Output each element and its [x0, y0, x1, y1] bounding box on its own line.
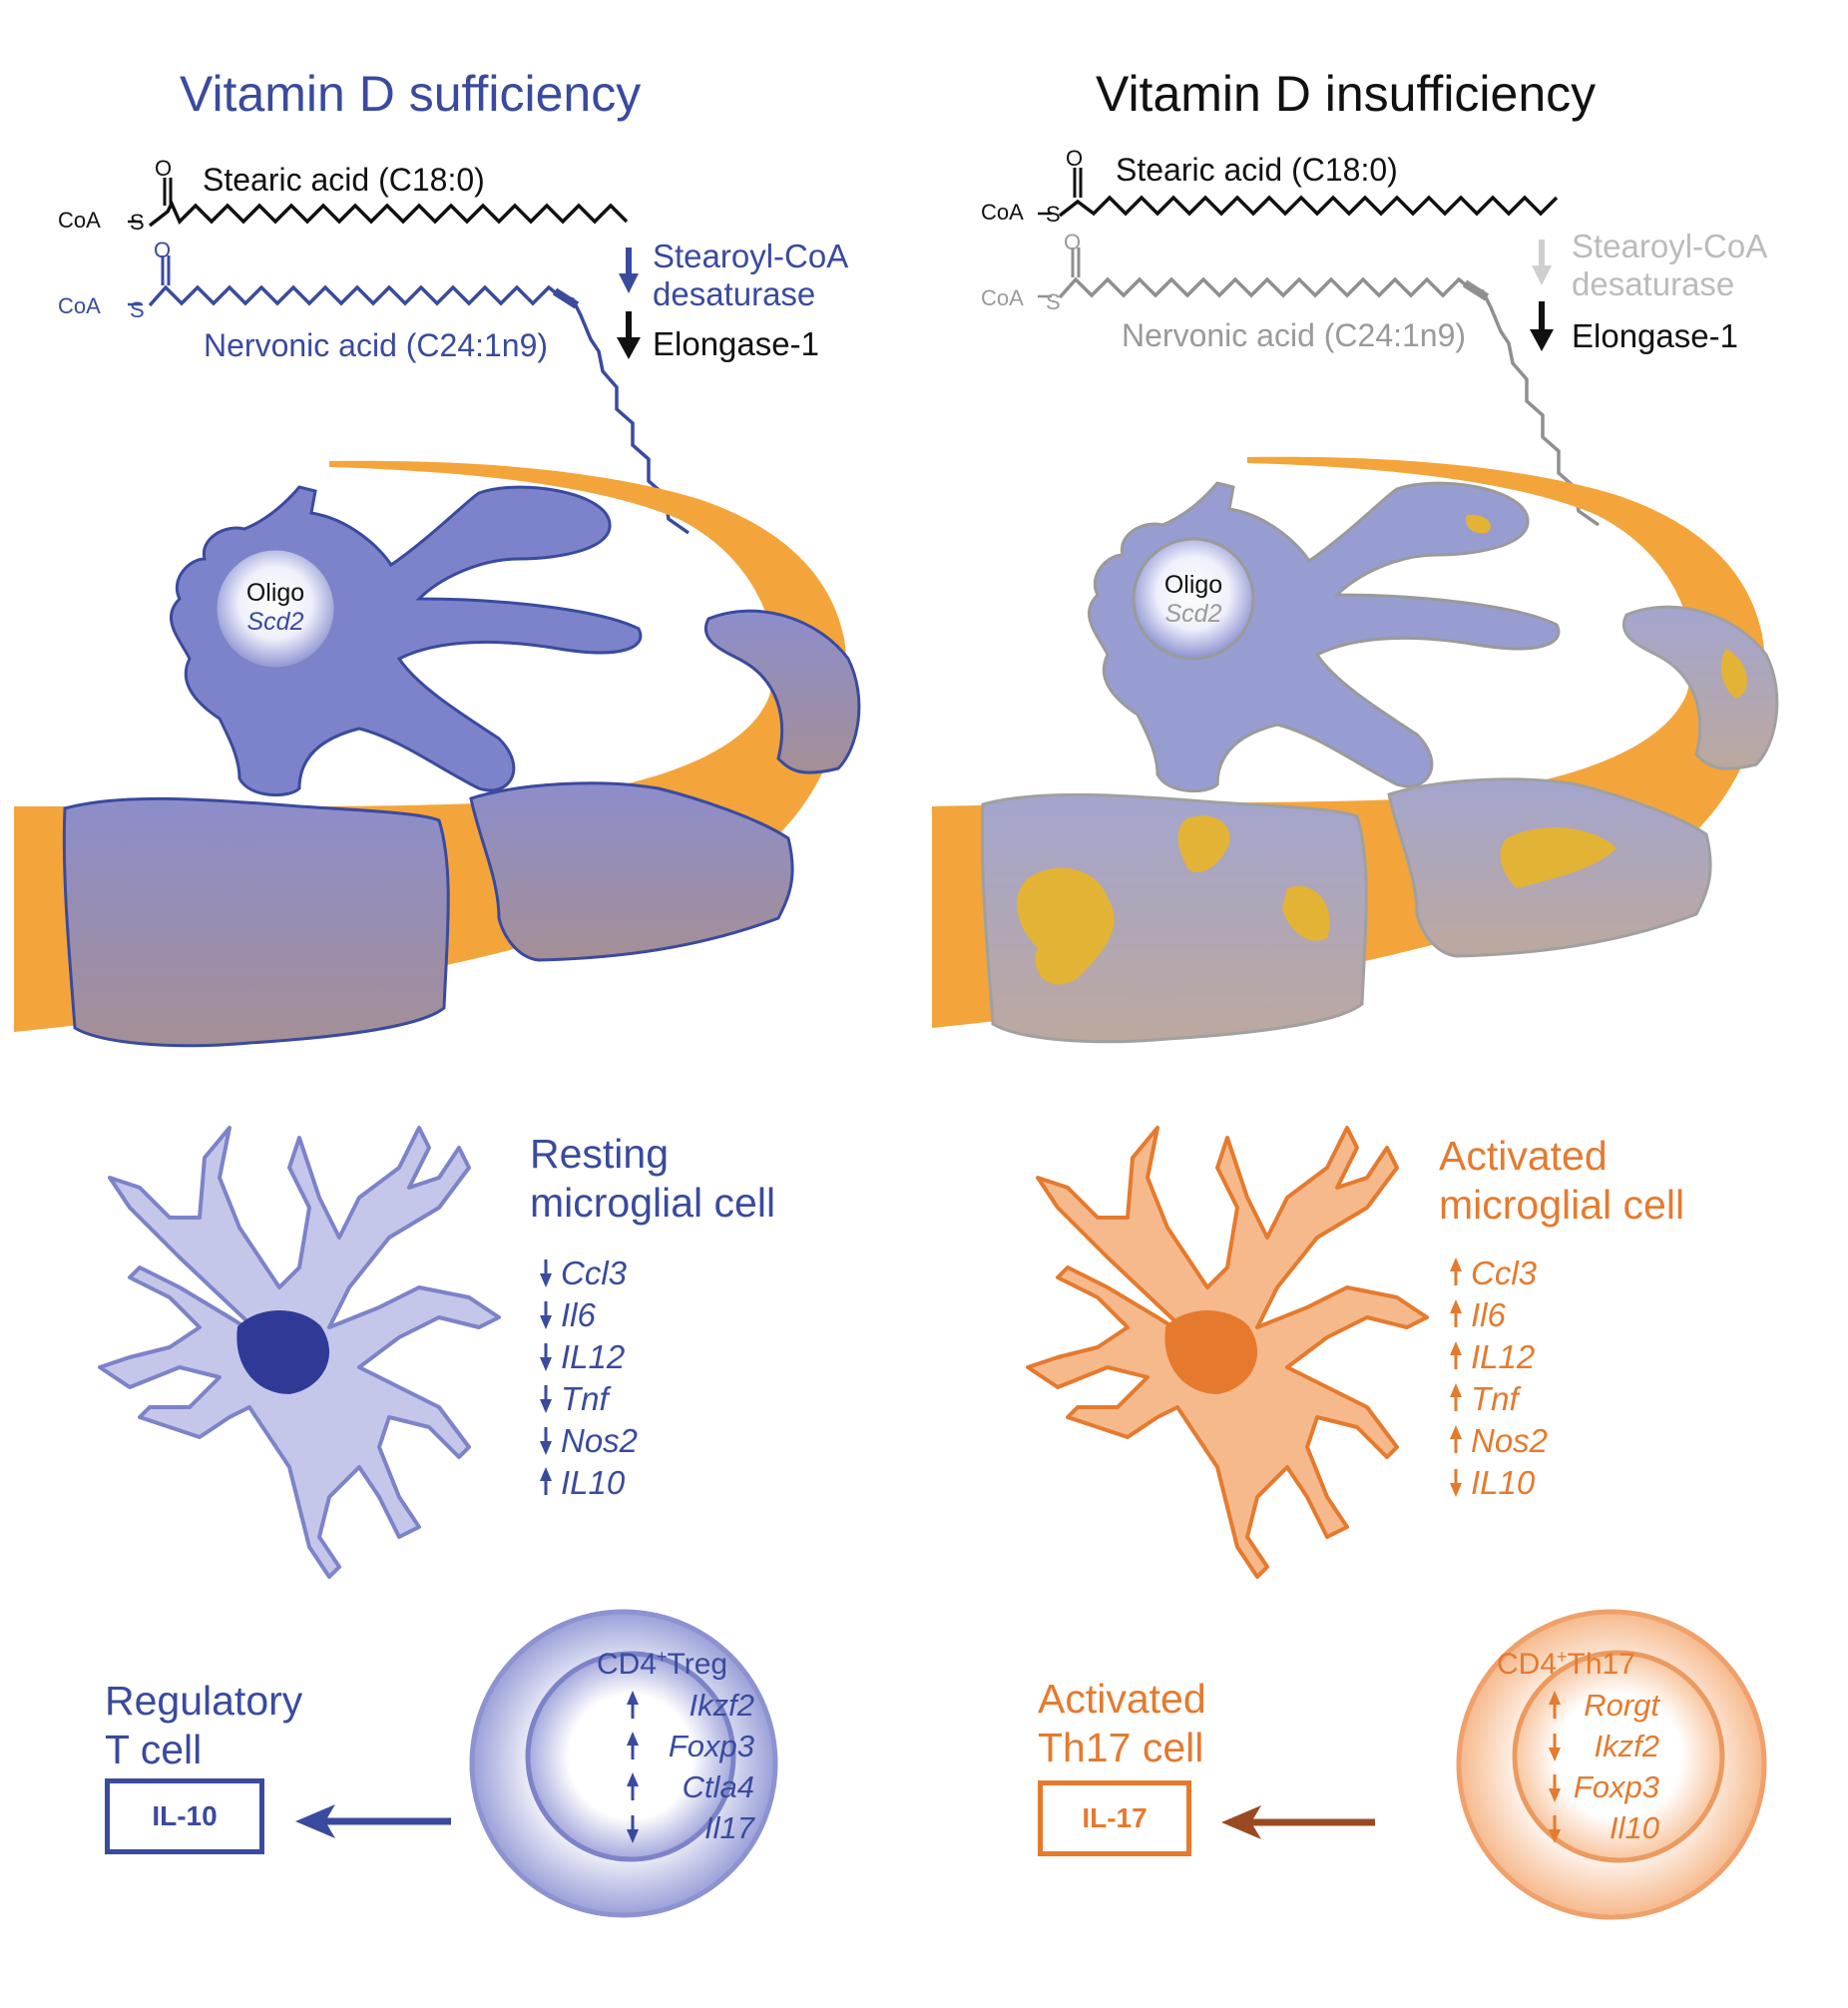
- oligodendrocyte-left: [62, 485, 861, 1048]
- gene-up-arrow: [1450, 1257, 1462, 1285]
- elongase-label-left: Elongase-1: [653, 325, 819, 362]
- desaturase-arrow-right: [1532, 240, 1552, 285]
- gene-down-arrow: [1549, 1774, 1561, 1802]
- gene-item: Rorgt: [1584, 1688, 1659, 1723]
- gene-item: IL10: [561, 1464, 626, 1501]
- thioester-s-label: S: [1046, 202, 1061, 227]
- coa-label: CoA: [58, 293, 101, 318]
- gene-up-arrow: [1450, 1425, 1462, 1453]
- stearic-acid-structure-right: [1038, 168, 1559, 218]
- gene-item: Il10: [1610, 1810, 1659, 1845]
- resting-microglia-gene-list: Ccl3 Il6 IL12 Tnf Nos2 IL10: [561, 1253, 638, 1504]
- gene-down-arrow: [1549, 1815, 1561, 1843]
- gene-down-arrow: [1549, 1734, 1561, 1761]
- carbonyl-o-label: O: [1064, 230, 1082, 254]
- gene-up-arrow: [627, 1732, 639, 1759]
- gene-item: IL12: [1471, 1338, 1536, 1375]
- gene-item: Foxp3: [1573, 1769, 1659, 1804]
- il10-cytokine-label: IL-10: [152, 1800, 218, 1831]
- gene-down-arrow: [540, 1427, 552, 1455]
- thioester-s-label: S: [1046, 289, 1061, 314]
- gene-item: Il6: [1471, 1296, 1506, 1333]
- elongase-arrow-left: [617, 311, 641, 359]
- gene-item: Tnf: [561, 1380, 609, 1417]
- thioester-s-label: S: [130, 297, 145, 322]
- carbonyl-o-label: O: [154, 238, 172, 262]
- gene-up-arrow: [627, 1691, 639, 1719]
- gene-item: Nos2: [561, 1422, 639, 1459]
- gene-up-arrow: [1549, 1691, 1561, 1719]
- il17-cytokine-label: IL-17: [1082, 1802, 1148, 1833]
- gene-down-arrow: [540, 1385, 552, 1413]
- treg-gene-list: Ikzf2 Foxp3 Ctla4 Il17: [669, 1685, 754, 1848]
- th17-header: CD4+Th17: [1497, 1647, 1635, 1681]
- left-panel-title: Vitamin D sufficiency: [180, 66, 642, 122]
- il17-secretion-arrow: [1221, 1805, 1375, 1839]
- gene-item: IL12: [561, 1338, 626, 1375]
- gene-up-arrow: [627, 1772, 639, 1800]
- gene-up-arrow: [1450, 1341, 1462, 1369]
- carbonyl-o-label: O: [155, 156, 173, 181]
- th17-gene-list: Rorgt Ikzf2 Foxp3 Il10: [1574, 1685, 1659, 1848]
- gene-down-arrow: [540, 1259, 552, 1287]
- nervonic-acid-structure-right: [1038, 248, 1601, 527]
- resting-microglia-cell: [98, 1126, 501, 1579]
- gene-up-arrow: [540, 1467, 552, 1495]
- gene-up-arrow: [1450, 1299, 1462, 1327]
- coa-label: CoA: [58, 208, 101, 233]
- coa-label: CoA: [981, 200, 1024, 225]
- desaturase-arrow-left: [619, 248, 639, 293]
- gene-down-arrow: [540, 1301, 552, 1329]
- stearic-acid-label-right: Stearic acid (C18:0): [1116, 152, 1398, 188]
- gene-item: Il6: [561, 1296, 596, 1333]
- gene-item: Ccl3: [561, 1255, 628, 1291]
- carbonyl-o-label: O: [1066, 146, 1084, 171]
- gene-item: Il17: [704, 1810, 754, 1845]
- activated-microglia-gene-list: Ccl3 Il6 IL12 Tnf Nos2 IL10: [1471, 1253, 1548, 1504]
- th17-cell: [1456, 1609, 1767, 1920]
- oligodendrocyte-right: [980, 481, 1779, 1044]
- gene-item: Ikzf2: [1594, 1729, 1659, 1763]
- thioester-s-label: S: [130, 210, 145, 235]
- gene-item: Foxp3: [668, 1729, 754, 1763]
- gene-item: Ccl3: [1471, 1255, 1538, 1291]
- nervonic-acid-structure-left: [128, 255, 691, 535]
- gene-down-arrow: [627, 1815, 639, 1843]
- gene-item: IL10: [1471, 1464, 1536, 1501]
- oligo-label-right: Oligo Scd2: [1163, 571, 1223, 628]
- il10-secretion-arrow: [295, 1804, 451, 1838]
- il10-cytokine-box: IL-10: [105, 1778, 264, 1854]
- treg-header: CD4+Treg: [597, 1647, 728, 1681]
- gene-direction-arrows: [540, 1257, 1561, 1843]
- right-panel-title: Vitamin D insufficiency: [1096, 66, 1597, 122]
- gene-item: Ctla4: [682, 1769, 754, 1804]
- stearic-acid-structure-left: [128, 178, 629, 228]
- gene-item: Ikzf2: [689, 1688, 754, 1723]
- gene-up-arrow: [1450, 1383, 1462, 1411]
- nervonic-acid-label-left: Nervonic acid (C24:1n9): [204, 327, 549, 363]
- gene-down-arrow: [1450, 1469, 1462, 1497]
- gene-item: Tnf: [1471, 1380, 1519, 1417]
- activated-microglia-cell: [1026, 1126, 1429, 1579]
- gene-item: Nos2: [1471, 1422, 1549, 1459]
- nervonic-acid-label-right: Nervonic acid (C24:1n9): [1122, 317, 1467, 353]
- coa-label: CoA: [981, 285, 1024, 310]
- treg-cell: [469, 1609, 778, 1918]
- gene-down-arrow: [540, 1343, 552, 1371]
- oligo-label-left: Oligo Scd2: [245, 579, 305, 636]
- stearic-acid-label-left: Stearic acid (C18:0): [203, 162, 485, 198]
- il17-cytokine-box: IL-17: [1038, 1780, 1191, 1856]
- elongase-arrow-right: [1530, 301, 1554, 351]
- elongase-label-right: Elongase-1: [1572, 317, 1738, 354]
